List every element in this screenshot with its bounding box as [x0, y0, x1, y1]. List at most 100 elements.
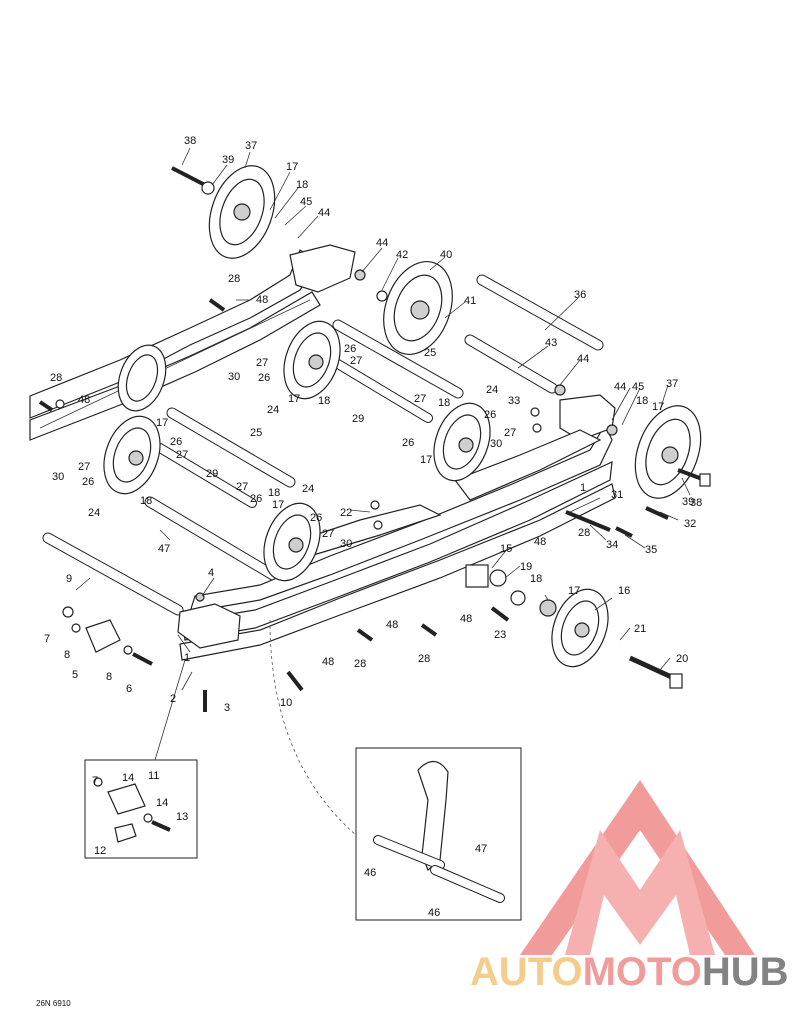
callout-30: 30: [490, 438, 502, 450]
callout-8: 8: [64, 649, 70, 661]
callout-40: 40: [440, 249, 452, 261]
callout-35: 35: [645, 544, 657, 556]
callout-22: 22: [340, 507, 352, 519]
callout-26: 26: [344, 343, 356, 355]
bolt-20: [628, 655, 683, 689]
callout-48: 48: [256, 294, 268, 306]
hardware: [38, 166, 711, 712]
callout-24: 24: [267, 404, 279, 416]
callout-18: 18: [530, 573, 542, 585]
callout-1: 1: [580, 482, 586, 494]
inset-crank-detail: [269, 619, 522, 921]
callout-14: 14: [156, 797, 168, 809]
callout-27: 27: [236, 481, 248, 493]
callout-30: 30: [228, 371, 240, 383]
callout-18: 18: [268, 487, 280, 499]
callout-11: 11: [148, 770, 159, 782]
callout-15: 15: [500, 543, 512, 555]
cross-shafts: [42, 274, 604, 616]
logo-word-hub: HUB: [702, 950, 789, 994]
callout-27: 27: [176, 449, 188, 461]
callout-21: 21: [634, 623, 646, 635]
callout-labels: 38 39 37 17 18 45 44 44 42 40 41 36 43 4…: [44, 135, 702, 919]
callout-47: 47: [158, 543, 170, 555]
callout-38: 38: [184, 135, 196, 147]
bolt-3-10: [203, 670, 304, 712]
callout-25: 25: [424, 347, 436, 359]
callout-24: 24: [88, 507, 100, 519]
callout-12: 12: [94, 845, 106, 857]
wheel-24-left-front: [103, 415, 161, 495]
wheel-24-center: [433, 402, 491, 482]
right-slide-rail: [177, 394, 616, 661]
callout-26: 26: [484, 409, 496, 421]
callout-29: 29: [352, 413, 364, 425]
callout-25: 25: [250, 427, 262, 439]
nut-washers: [55, 269, 618, 602]
watermark-logo: AUTOMOTOHUB: [470, 780, 789, 994]
callout-27: 27: [504, 427, 516, 439]
callout-44: 44: [577, 353, 589, 365]
shaft-47: [144, 496, 284, 584]
callout-48: 48: [534, 536, 546, 548]
callout-18: 18: [140, 495, 152, 507]
shaft-29-upper: [323, 353, 433, 423]
bolts-28-23-48: [38, 298, 669, 642]
callout-37: 37: [245, 140, 257, 152]
callout-26: 26: [250, 493, 262, 505]
callout-8: 8: [106, 671, 112, 683]
wheel-24-lower: [263, 502, 321, 582]
callout-39: 39: [222, 154, 234, 166]
callout-30: 30: [52, 471, 64, 483]
bolt-38-right: [677, 468, 711, 487]
slider-block-5: [62, 606, 153, 666]
callout-27: 27: [78, 461, 90, 473]
bolt-38-top: [171, 166, 215, 195]
callout-23: 23: [494, 629, 506, 641]
shaft-25-upper: [332, 319, 464, 399]
callout-30: 30: [340, 538, 352, 550]
callout-17: 17: [288, 393, 300, 405]
callout-4: 4: [208, 567, 214, 579]
callout-26: 26: [170, 436, 182, 448]
callout-10: 10: [280, 697, 292, 709]
callout-17: 17: [156, 417, 168, 429]
inset-slider-detail: [84, 659, 198, 859]
wheel-16: [551, 588, 609, 668]
callout-7: 7: [92, 775, 98, 787]
callout-20: 20: [676, 653, 688, 665]
shaft-29-lower: [155, 443, 257, 508]
callout-36: 36: [574, 289, 586, 301]
callout-26: 26: [258, 372, 270, 384]
callout-14: 14: [122, 772, 134, 784]
callout-27: 27: [322, 528, 334, 540]
callout-28: 28: [354, 658, 366, 670]
callout-29: 29: [206, 468, 218, 480]
callout-2: 2: [170, 693, 176, 705]
crank-arm-assembly: [299, 429, 602, 557]
callout-24: 24: [486, 384, 498, 396]
callout-48: 48: [386, 619, 398, 631]
callout-17: 17: [568, 585, 580, 597]
callout-46: 46: [428, 907, 440, 919]
drawing-reference: 26N 6910: [36, 999, 71, 1008]
callout-42: 42: [396, 249, 408, 261]
callout-3: 3: [224, 702, 230, 714]
callout-39: 39: [682, 496, 694, 508]
leader-lines: [75, 147, 691, 691]
callout-19: 19: [520, 561, 532, 573]
callout-48: 48: [460, 613, 472, 625]
callout-43: 43: [545, 337, 557, 349]
logo-word-auto: AUTO: [470, 950, 583, 994]
logo-m-mark: [565, 830, 715, 955]
callout-34: 34: [606, 539, 618, 551]
callout-27: 27: [414, 393, 426, 405]
callout-41: 41: [464, 295, 476, 307]
callout-6: 6: [126, 683, 132, 695]
callout-37: 37: [666, 378, 678, 390]
spacer-15: [465, 564, 507, 588]
callout-9: 9: [66, 573, 72, 585]
logo-word-moto: MOTO: [583, 950, 702, 994]
callout-18: 18: [296, 179, 308, 191]
wheel-40: [383, 260, 453, 356]
